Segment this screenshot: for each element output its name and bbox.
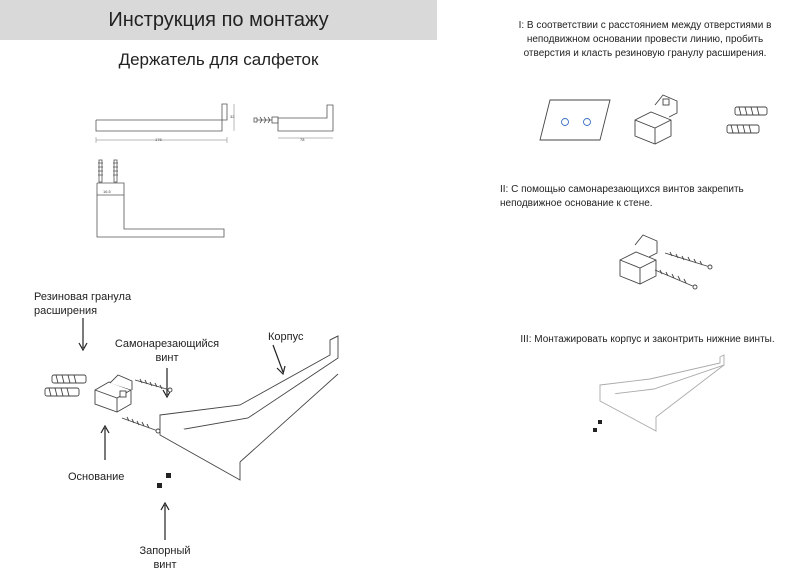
holder-body-icon: [599, 354, 725, 432]
step-2-text: II: С помощью самонарезающихся винтов за…: [500, 184, 744, 209]
lock-screw-icon: [598, 420, 602, 424]
screw-label: Самонарезающийся винт: [114, 338, 220, 364]
dim-spacing: 16.5: [103, 189, 111, 194]
screw-icon: [654, 251, 713, 290]
rubber-plug-icon: [726, 106, 768, 134]
step-1-text: I: В соответствии с расстоянием между от…: [518, 20, 772, 59]
step-1-illustration: [539, 94, 768, 145]
lock-screw-icon-2: [157, 483, 162, 488]
rubber-plug-icon: [44, 374, 87, 397]
holder-body-icon: [159, 335, 339, 481]
dim-depth: 78: [300, 137, 305, 142]
step-3-illustration: [593, 354, 725, 432]
screw-icon: [121, 378, 173, 434]
dim-height: 32: [230, 114, 235, 119]
lock-screw-icon-2: [593, 428, 597, 432]
page-title: Инструкция по монтажу: [0, 0, 437, 40]
rubber-plug-label: Резиновая гранула расширения: [34, 291, 132, 317]
top-view-drawing: [96, 159, 225, 238]
front-view-drawing: [95, 103, 235, 143]
base-block-icon: [634, 94, 678, 145]
wall-plate-icon: [539, 99, 611, 141]
product-subtitle: Держатель для салфеток: [118, 50, 319, 69]
side-view-drawing: [253, 104, 334, 139]
base-label: Основание: [68, 471, 125, 483]
lock-screw-icon: [166, 473, 171, 478]
exploded-assembly-drawing: [44, 335, 339, 488]
body-label: Корпус: [268, 331, 304, 343]
step-2-illustration: [619, 234, 713, 290]
base-block-icon: [619, 234, 658, 285]
step-3-text: III: Монтажировать корпус и законтрить н…: [520, 334, 775, 345]
lock-screw-label: Запорный винт: [139, 545, 191, 571]
dim-length: 176: [155, 137, 162, 142]
base-block-icon: [94, 374, 133, 413]
